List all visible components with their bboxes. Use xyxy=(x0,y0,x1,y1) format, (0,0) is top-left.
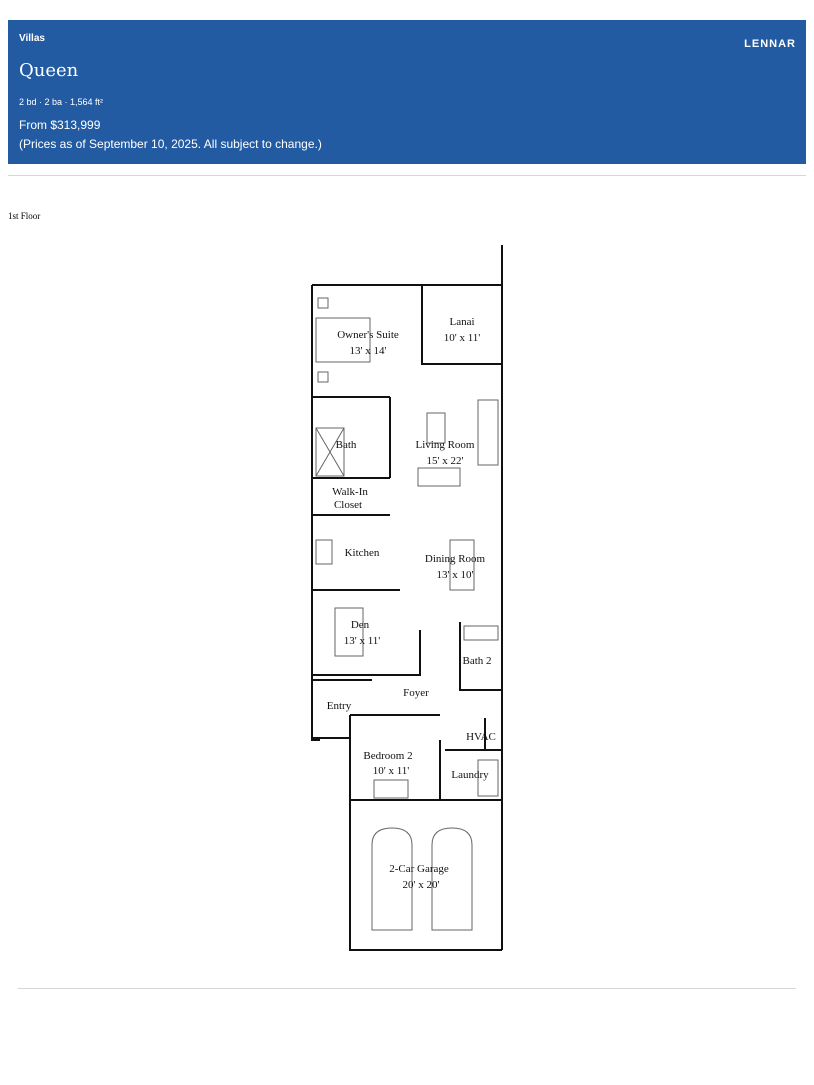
room-den-size: 13' x 11' xyxy=(344,635,381,647)
walls xyxy=(311,245,503,951)
room-dining: Dining Room xyxy=(425,553,486,565)
room-bedroom2: Bedroom 2 xyxy=(363,750,412,762)
plan-price: From $313,999 xyxy=(19,118,101,132)
room-garage-size: 20' x 20' xyxy=(403,879,440,891)
room-entry: Entry xyxy=(327,700,352,712)
room-closet: Walk-In xyxy=(332,486,368,498)
price-note: (Prices as of September 10, 2025. All su… xyxy=(19,137,322,151)
floor-label: 1st Floor xyxy=(8,211,41,221)
room-closet-2: Closet xyxy=(334,499,362,511)
plan-category: Villas xyxy=(19,33,45,44)
room-living: Living Room xyxy=(416,439,475,451)
room-foyer: Foyer xyxy=(403,687,429,699)
room-bath2: Bath 2 xyxy=(462,655,491,667)
plan-header: Villas LENNAR Queen 2 bd · 2 ba · 1,564 … xyxy=(8,20,806,164)
divider xyxy=(18,988,796,989)
room-laundry: Laundry xyxy=(451,769,489,781)
fixtures xyxy=(315,297,499,931)
room-garage: 2-Car Garage xyxy=(389,863,449,875)
room-kitchen: Kitchen xyxy=(345,547,380,559)
room-bath: Bath xyxy=(336,439,357,451)
room-living-size: 15' x 22' xyxy=(427,455,464,467)
room-owners-suite-size: 13' x 14' xyxy=(350,345,387,357)
room-owners-suite: Owner's Suite xyxy=(337,329,399,341)
room-den: Den xyxy=(351,619,370,631)
room-lanai: Lanai xyxy=(449,316,474,328)
brand-logo: LENNAR xyxy=(744,38,796,50)
divider xyxy=(8,175,806,176)
room-lanai-size: 10' x 11' xyxy=(444,332,481,344)
room-hvac: HVAC xyxy=(466,731,496,743)
plan-specs: 2 bd · 2 ba · 1,564 ft² xyxy=(19,97,104,107)
room-bedroom2-size: 10' x 11' xyxy=(373,765,410,777)
plan-title: Queen xyxy=(19,60,79,81)
room-dining-size: 13' x 10' xyxy=(437,569,474,581)
